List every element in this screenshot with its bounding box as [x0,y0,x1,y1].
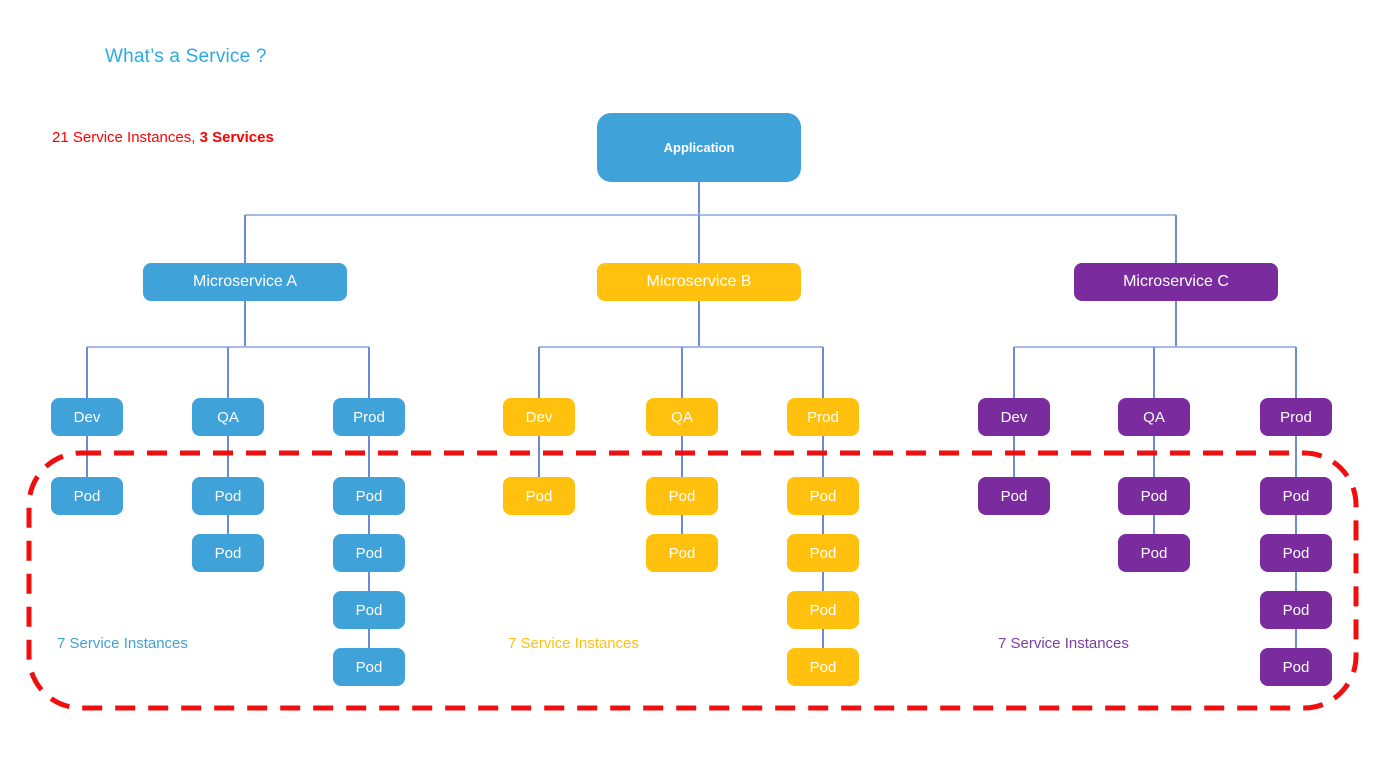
microservice-a-prod-pod-node: Pod [333,591,405,629]
microservice-a-qa-pod-node: Pod [192,477,264,515]
microservice-c-env-qa-node: QA [1118,398,1190,436]
connector-line [1295,572,1297,591]
connector-line [1295,515,1297,534]
connector-line [1014,346,1296,348]
microservice-b-prod-pod-node: Pod [787,648,859,686]
connector-line [368,436,370,477]
connector-line [227,515,229,534]
connector-line [1013,347,1015,398]
microservice-a-env-dev-node: Dev [51,398,123,436]
connector-line [822,572,824,591]
instances-summary-regular: 21 Service Instances, [52,129,200,146]
microservice-c-dev-pod-node: Pod [978,477,1050,515]
connector-line [822,436,824,477]
connector-line [368,572,370,591]
connector-line [245,214,1176,216]
microservice-a-qa-pod-node: Pod [192,534,264,572]
connector-line [1175,215,1177,263]
connector-line [538,347,540,398]
microservice-c-prod-pod-node: Pod [1260,648,1332,686]
microservice-c-prod-pod-node: Pod [1260,477,1332,515]
microservice-c-qa-pod-node: Pod [1118,477,1190,515]
microservice-b-qa-pod-node: Pod [646,534,718,572]
microservice-c-node: Microservice C [1074,263,1278,301]
microservice-b-prod-pod-node: Pod [787,534,859,572]
microservice-b-prod-pod-node: Pod [787,477,859,515]
connector-line [1295,436,1297,477]
instances-summary-bold: 3 Services [199,129,274,146]
microservice-c-env-prod-node: Prod [1260,398,1332,436]
connector-line [681,515,683,534]
connector-line [1175,301,1177,347]
connector-line [698,215,700,263]
instances-summary: 21 Service Instances, 3 Services [52,129,274,146]
connector-line [1295,629,1297,648]
connector-line [227,347,229,398]
microservice-c-qa-pod-node: Pod [1118,534,1190,572]
connector-line [681,347,683,398]
microservice-b-env-dev-node: Dev [503,398,575,436]
connector-line [244,215,246,263]
connector-line [368,515,370,534]
page-title: What’s a Service ? [105,46,267,67]
connector-line [538,436,540,477]
connector-line [822,347,824,398]
microservice-a-prod-pod-node: Pod [333,648,405,686]
connector-line [244,301,246,347]
microservice-c-env-dev-node: Dev [978,398,1050,436]
microservice-b-env-qa-node: QA [646,398,718,436]
application-node: Application [597,113,801,182]
connector-line [1013,436,1015,477]
connector-line [368,629,370,648]
connector-line [1153,515,1155,534]
connector-line [822,629,824,648]
microservice-a-node: Microservice A [143,263,347,301]
microservice-c-instances-label: 7 Service Instances [998,635,1129,652]
microservice-a-env-qa-node: QA [192,398,264,436]
connector-line [1295,347,1297,398]
microservice-b-instances-label: 7 Service Instances [508,635,639,652]
microservice-c-prod-pod-node: Pod [1260,591,1332,629]
connector-line [227,436,229,477]
microservice-b-node: Microservice B [597,263,801,301]
connector-line [698,301,700,347]
microservice-a-instances-label: 7 Service Instances [57,635,188,652]
microservice-a-prod-pod-node: Pod [333,477,405,515]
microservice-b-env-prod-node: Prod [787,398,859,436]
connector-line [86,347,88,398]
connector-line [368,347,370,398]
microservice-b-dev-pod-node: Pod [503,477,575,515]
connector-line [86,436,88,477]
connector-line [822,515,824,534]
microservice-a-dev-pod-node: Pod [51,477,123,515]
microservice-a-prod-pod-node: Pod [333,534,405,572]
connector-line [681,436,683,477]
microservice-b-prod-pod-node: Pod [787,591,859,629]
connector-line [1153,436,1155,477]
connector-line [1153,347,1155,398]
microservice-a-env-prod-node: Prod [333,398,405,436]
microservice-c-prod-pod-node: Pod [1260,534,1332,572]
microservice-b-qa-pod-node: Pod [646,477,718,515]
